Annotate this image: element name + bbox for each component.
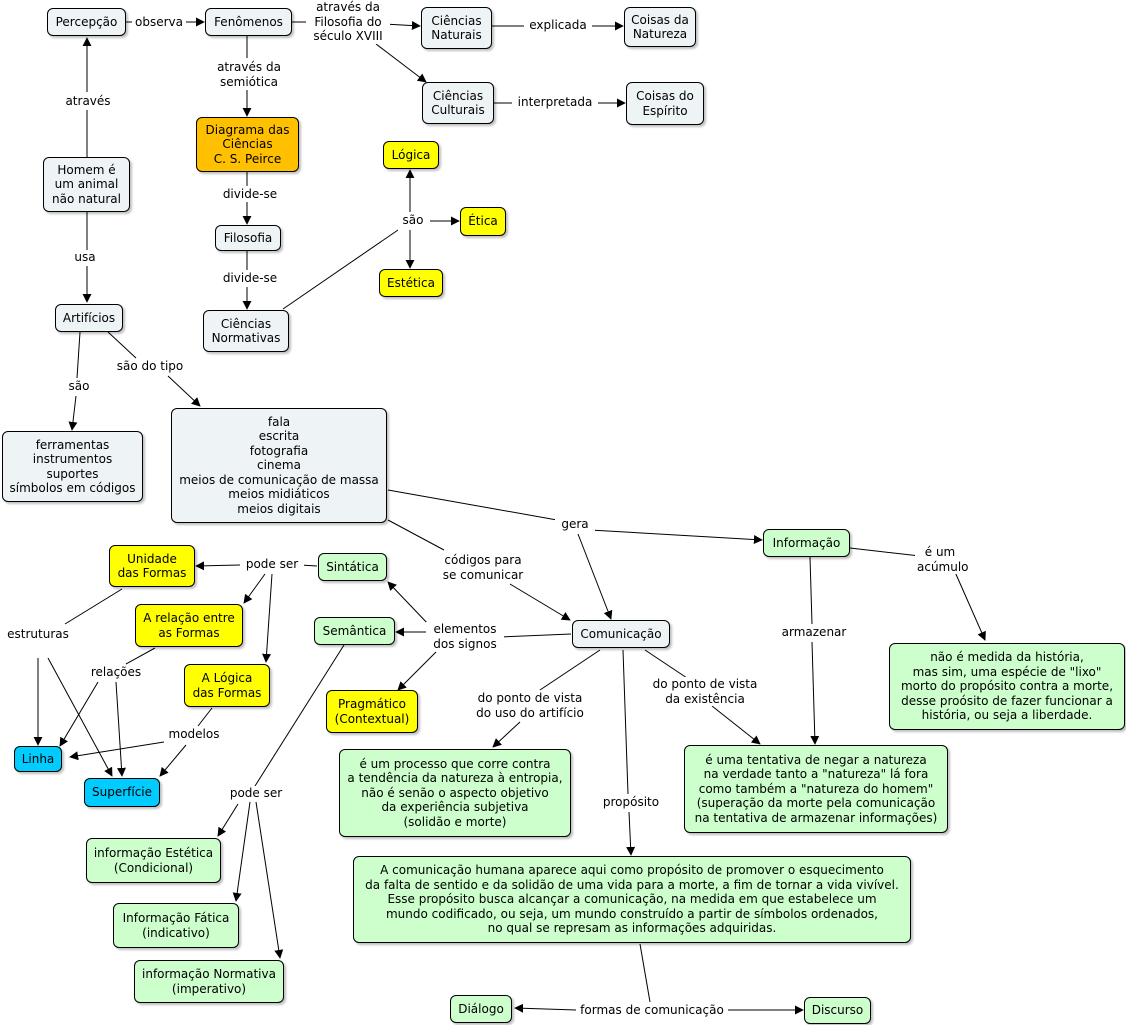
node-semantica[interactable]: Semântica <box>314 617 395 645</box>
node-informacao[interactable]: Informação <box>763 529 850 557</box>
node-relacao-entre-as-formas[interactable]: A relação entre as Formas <box>135 604 243 647</box>
node-ciencias-naturais[interactable]: Ciências Naturais <box>421 7 492 49</box>
label-elementos-dos-signos: elementos dos signos <box>426 622 504 651</box>
label-explicada: explicada <box>524 18 592 33</box>
node-discurso[interactable]: Discurso <box>804 997 871 1024</box>
label-sao-1: são <box>396 213 430 228</box>
node-etica[interactable]: Ética <box>460 207 506 236</box>
node-ciencias-culturais[interactable]: Ciências Culturais <box>422 82 494 124</box>
node-estetica[interactable]: Estética <box>379 269 443 297</box>
node-coisas-da-natureza[interactable]: Coisas da Natureza <box>624 7 696 47</box>
node-percepcao[interactable]: Percepção <box>47 8 126 36</box>
node-ferramentas[interactable]: ferramentas instrumentos suportes símbol… <box>2 431 143 502</box>
node-superficie[interactable]: Superfície <box>84 778 160 807</box>
node-meios[interactable]: fala escrita fotografia cinema meios de … <box>171 408 387 523</box>
node-unidade-das-formas[interactable]: Unidade das Formas <box>109 545 195 587</box>
label-codigos-para-se-comunicar: códigos para se comunicar <box>436 553 530 582</box>
label-formas-de-comunicacao: formas de comunicação <box>576 1003 728 1018</box>
label-gera: gera <box>555 517 595 532</box>
node-processo[interactable]: é um processo que corre contra a tendênc… <box>339 749 571 837</box>
label-relacoes: relações <box>86 665 146 680</box>
node-logica-das-formas[interactable]: A Lógica das Formas <box>184 664 270 707</box>
node-ciencias-normativas[interactable]: Ciências Normativas <box>203 310 289 352</box>
node-coisas-do-espirito[interactable]: Coisas do Espírito <box>626 82 704 125</box>
node-dialogo[interactable]: Diálogo <box>450 995 512 1023</box>
label-estruturas: estruturas <box>7 627 69 641</box>
node-fenomenos[interactable]: Fenômenos <box>205 8 292 36</box>
label-pode-ser-1: pode ser <box>240 557 304 572</box>
label-sao-do-tipo: são do tipo <box>111 359 189 374</box>
node-comunicacao-humana[interactable]: A comunicação humana aparece aqui como p… <box>353 856 911 943</box>
node-nao-e-medida[interactable]: não é medida da história, mas sim, uma e… <box>889 643 1125 730</box>
node-pragmatico[interactable]: Pragmático (Contextual) <box>326 690 418 733</box>
node-informacao-estetica[interactable]: informação Estética (Condicional) <box>86 838 221 883</box>
label-atraves-filosofia: através da Filosofia do século XVIII <box>306 0 390 44</box>
label-e-um-acumulo: é um acúmulo <box>915 545 969 574</box>
label-modelos: modelos <box>164 727 224 742</box>
node-diagrama-das-ciencias[interactable]: Diagrama das Ciências C. S. Peirce <box>196 117 299 172</box>
label-ponto-de-vista-existencia: do ponto de vista da existência <box>646 677 764 706</box>
node-informacao-normativa[interactable]: informação Normativa (imperativo) <box>134 960 284 1003</box>
label-interpretada: interpretada <box>512 95 598 110</box>
label-divide-se-2: divide-se <box>217 271 283 286</box>
node-tentativa[interactable]: é uma tentativa de negar a natureza na v… <box>684 745 948 833</box>
label-divide-se-1: divide-se <box>217 187 283 202</box>
label-atraves-semiotica: através da semiótica <box>207 60 291 89</box>
node-artificios[interactable]: Artifícios <box>55 304 123 332</box>
node-sintatica[interactable]: Sintática <box>318 553 387 581</box>
label-observa: observa <box>132 15 186 30</box>
node-informacao-fatica[interactable]: Informação Fática (indicativo) <box>113 903 239 948</box>
node-comunicacao[interactable]: Comunicação <box>572 620 670 648</box>
label-pode-ser-2: pode ser <box>224 786 288 801</box>
label-atraves: através <box>58 94 118 109</box>
label-sao-2: são <box>62 379 96 394</box>
label-armazenar: armazenar <box>776 625 852 640</box>
label-proposito: propósito <box>597 795 665 810</box>
label-usa: usa <box>68 250 102 265</box>
node-logica[interactable]: Lógica <box>383 141 439 169</box>
label-uso-do-artificio: do ponto de vista do uso do artifício <box>466 691 594 720</box>
node-linha[interactable]: Linha <box>14 746 62 772</box>
node-filosofia[interactable]: Filosofia <box>215 225 281 251</box>
node-homem[interactable]: Homem é um animal não natural <box>43 157 130 212</box>
